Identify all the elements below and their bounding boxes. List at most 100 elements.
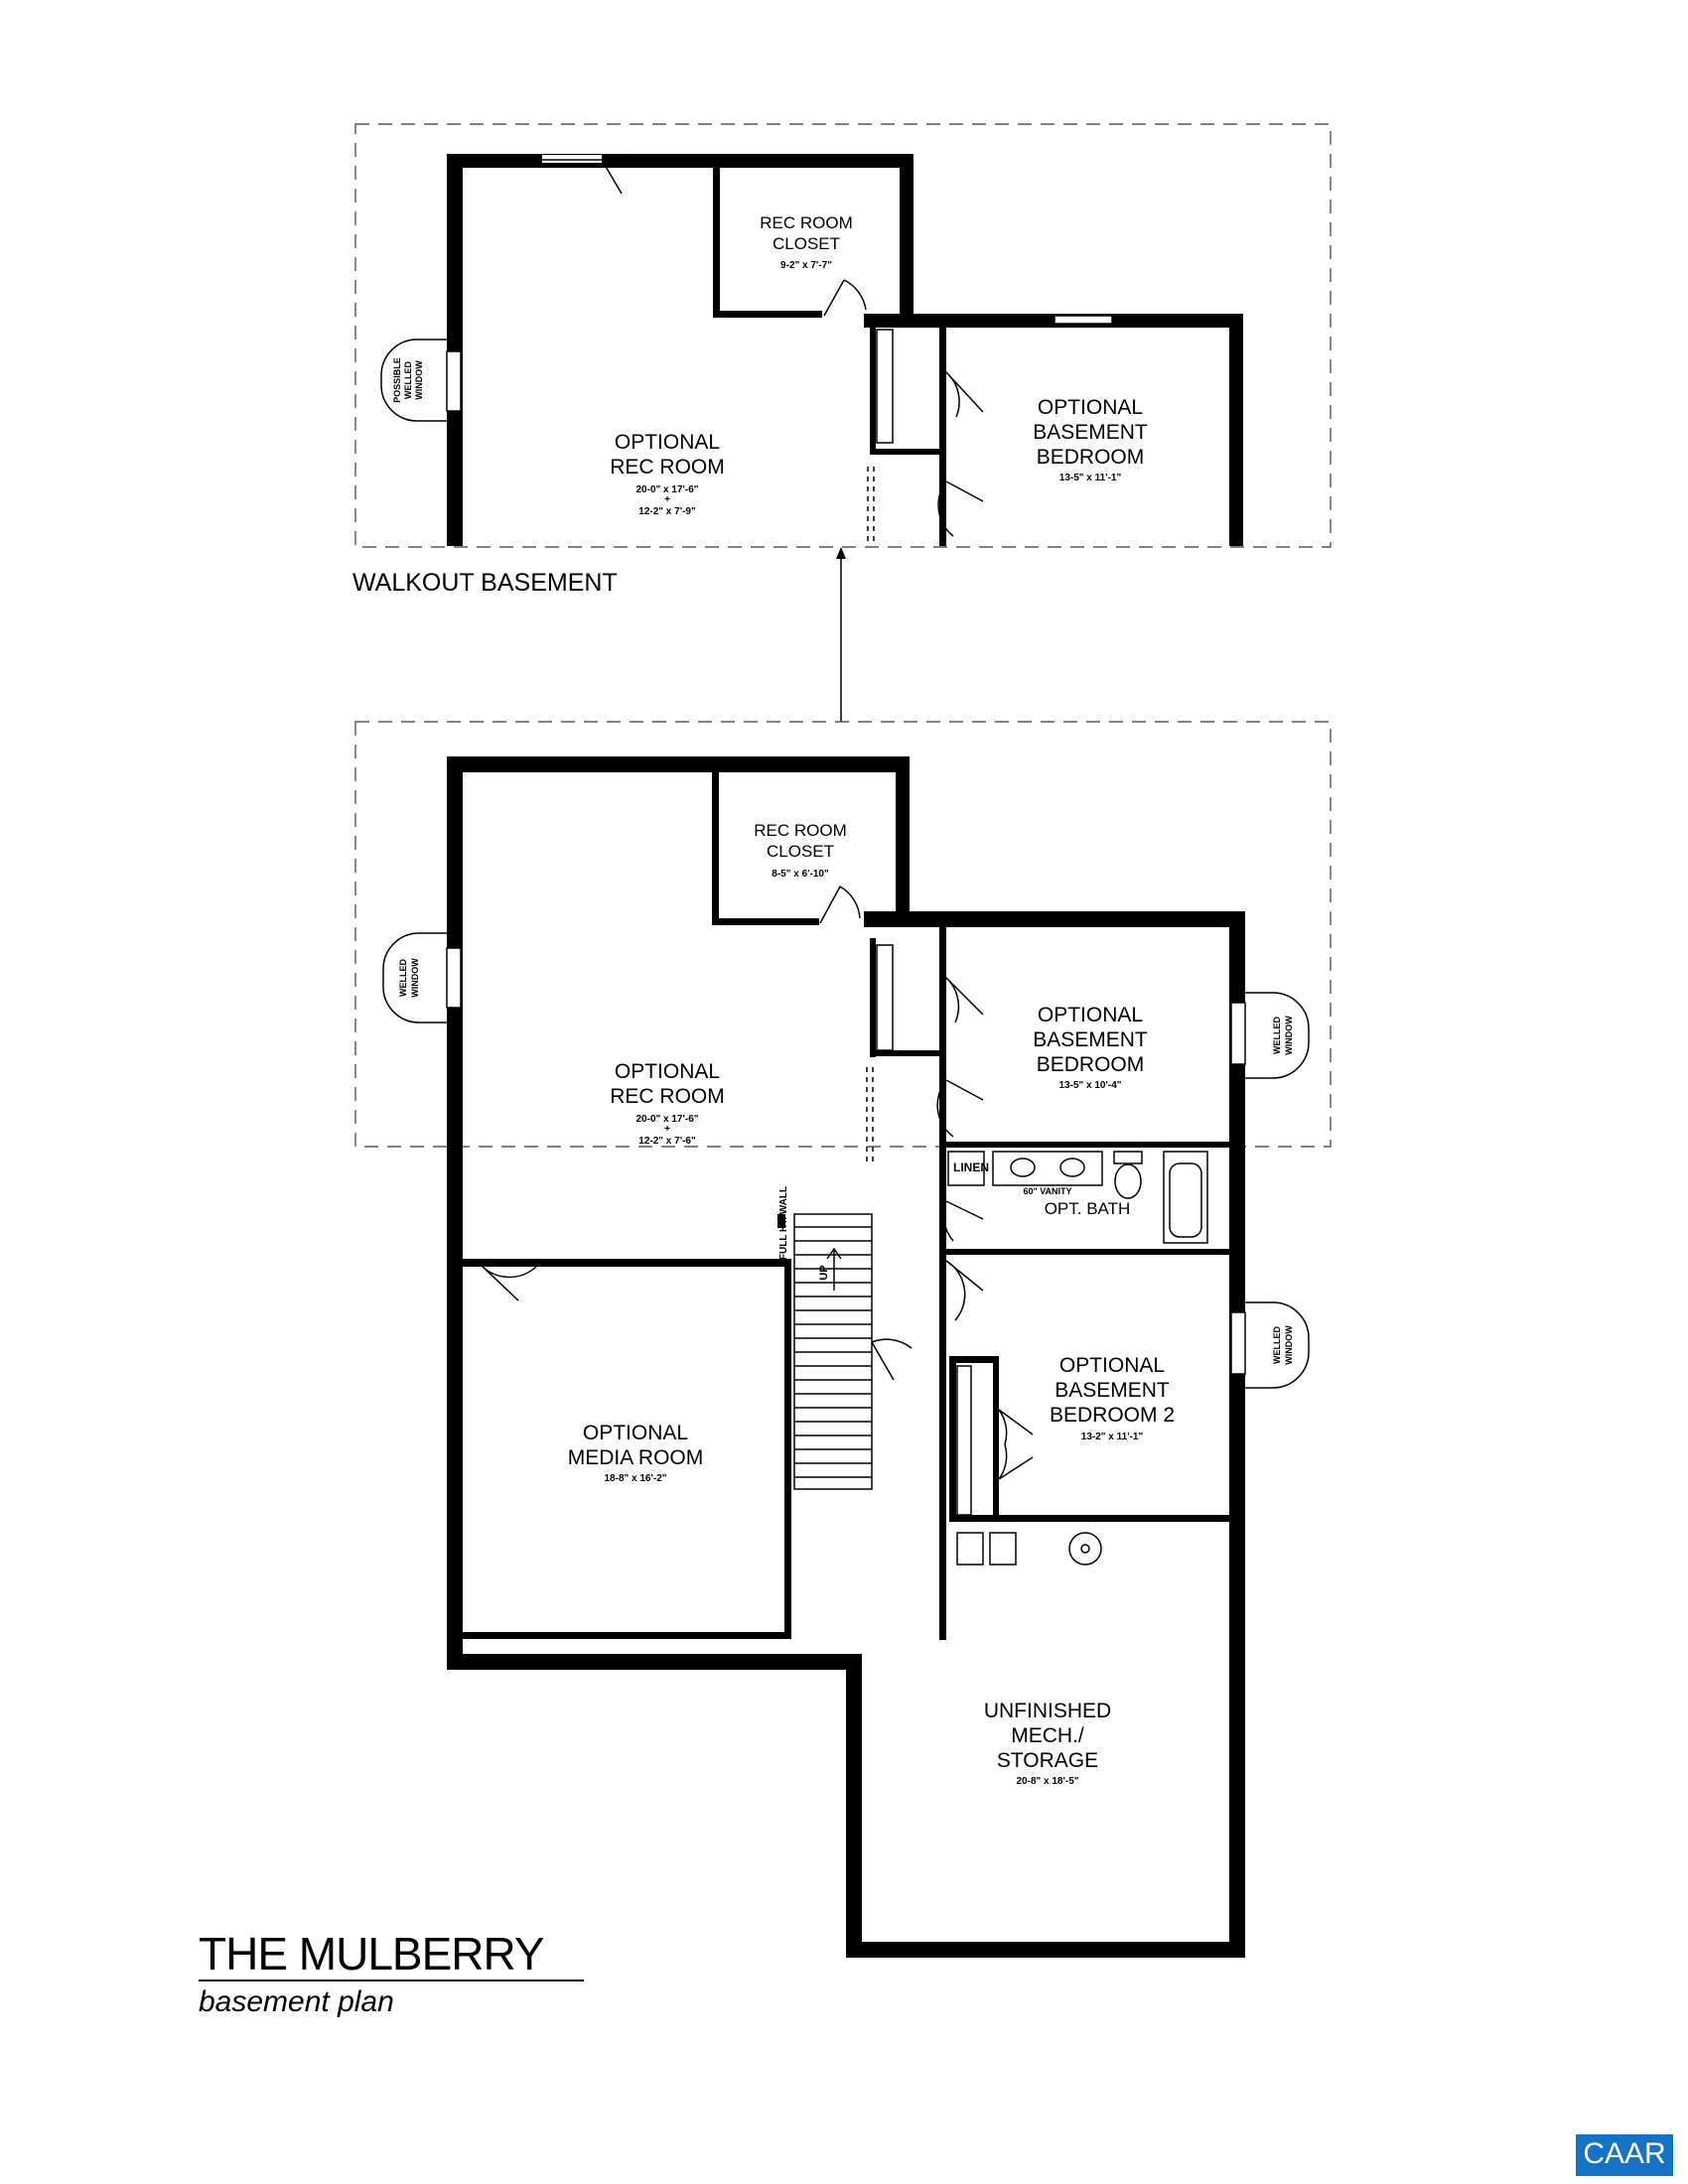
media-room-dim: 18-8" x 16'-2" <box>604 1473 666 1484</box>
storage-dim: 20-8" x 18'-5" <box>1016 1776 1078 1787</box>
walkout-bedroom-name-3: BEDROOM <box>1037 446 1145 469</box>
bedroom2-closet-right <box>993 1356 999 1521</box>
stair-treads <box>794 1226 872 1478</box>
main-window-right-2-well <box>1245 1301 1310 1389</box>
walkout-wall-top-right <box>864 314 1243 328</box>
main-hall-wall <box>870 938 876 1057</box>
walkout-closet-shelf <box>876 329 894 444</box>
water-heater-center-icon <box>1080 1544 1090 1554</box>
washer-icon <box>956 1532 984 1566</box>
main-rec-dim-1: 20-0" x 17'-6" <box>635 1114 698 1125</box>
main-wall-left <box>447 756 463 1668</box>
walkout-wall-step <box>900 154 914 316</box>
main-window-left-label-2: WINDOW <box>410 958 420 998</box>
media-room-name-1: OPTIONAL <box>583 1422 688 1444</box>
main-window-right-1-label-1: WELLED <box>1272 1017 1282 1054</box>
main-bedroom-door <box>936 1079 984 1138</box>
dryer-icon <box>989 1532 1017 1566</box>
walkout-caption: WALKOUT BASEMENT <box>352 569 618 597</box>
main-wall-bottom-left <box>447 1654 860 1670</box>
main-window-right-1-label-2: WINDOW <box>1284 1016 1294 1055</box>
bedroom2-closet-door-lower <box>998 1443 1034 1480</box>
main-bedroom2-door <box>945 1260 984 1321</box>
sink-right-icon <box>1059 1158 1085 1177</box>
main-closet-name-2: CLOSET <box>767 842 834 861</box>
title-block: THE MULBERRY basement plan <box>199 1930 584 2019</box>
walkout-wall-left <box>447 154 463 546</box>
toilet-tank <box>1113 1151 1143 1164</box>
main-window-right-2-label-2: WINDOW <box>1284 1325 1294 1365</box>
main-rec-dim-2: 12-2" x 7'-6" <box>638 1136 696 1147</box>
main-window-right-2 <box>1230 1311 1246 1375</box>
walkout-bedroom-wall-left <box>939 320 946 546</box>
walkout-bedroom-door <box>937 480 984 537</box>
main-bedroom-bath-wall <box>939 1142 1237 1148</box>
bath-name: OPT. BATH <box>1045 1199 1131 1218</box>
walkout-outline-dashed <box>354 123 1332 548</box>
media-room-name-2: MEDIA ROOM <box>568 1446 704 1469</box>
storage-name-2: MECH./ <box>1011 1724 1084 1747</box>
stair-up-arrow <box>826 1247 842 1291</box>
main-closet-divider <box>870 1050 939 1056</box>
media-room-door <box>480 1264 537 1301</box>
bedroom2-closet-top <box>949 1356 999 1363</box>
vanity-label: 60" VANITY <box>1023 1186 1071 1196</box>
walkout-bedroom-name-1: OPTIONAL <box>1038 396 1143 419</box>
caar-logo: CAAR <box>1576 2134 1673 2176</box>
main-rec-name-1: OPTIONAL <box>615 1060 720 1083</box>
main-bath-bedroom2-wall <box>939 1249 1237 1255</box>
main-window-left <box>446 947 462 1009</box>
bedroom2-name-1: OPTIONAL <box>1059 1354 1165 1377</box>
bedroom2-name-2: BASEMENT <box>1055 1379 1170 1402</box>
walkout-rec-dim-2: 12-2" x 7'-9" <box>638 506 696 517</box>
main-window-right-2-label-1: WELLED <box>1272 1326 1282 1364</box>
walkout-basement-plan: POSSIBLE WELLED WINDOW REC ROOM CLOSET 9… <box>352 123 1332 722</box>
main-bedroom-name-2: BASEMENT <box>1033 1028 1148 1051</box>
main-wall-bottom-right <box>846 1942 1245 1958</box>
walkout-hall-wall <box>870 320 876 449</box>
walkout-window-label-2: WELLED <box>403 361 413 399</box>
main-bedroom-closet-door <box>945 977 984 1024</box>
walkout-rec-name-2: REC ROOM <box>610 456 725 478</box>
main-closet-wall-bottom <box>712 918 819 925</box>
main-wall-bottom-step <box>846 1654 862 1957</box>
bathtub <box>1163 1151 1208 1244</box>
bedroom2-dim: 13-2" x 11'-1" <box>1081 1432 1144 1442</box>
walkout-closet-door <box>823 279 867 317</box>
walkout-window-left <box>446 350 462 412</box>
stair-outline <box>793 1213 873 1490</box>
main-wall-top <box>447 756 910 772</box>
walkout-window-label-3: WINDOW <box>414 360 424 400</box>
media-room-wall-bottom <box>463 1632 791 1639</box>
main-rec-plus: + <box>664 1124 670 1135</box>
walkout-bedroom-closet-door <box>945 371 984 418</box>
storage-name-3: STORAGE <box>997 1749 1098 1772</box>
bathtub-basin-icon <box>1169 1162 1202 1238</box>
bedroom2-closet-shelf <box>956 1365 972 1516</box>
walkout-closet-wall-left <box>713 164 720 318</box>
main-window-left-label-1: WELLED <box>398 959 408 997</box>
stair-landing-door <box>871 1338 913 1381</box>
walkout-window-label-1: POSSIBLE <box>392 357 402 403</box>
walkout-closet-wall-bottom <box>713 311 822 318</box>
walkout-closet-dim: 9-2" x 7'-7" <box>780 260 832 271</box>
main-closet-wall-left <box>712 770 719 925</box>
main-closet-name-1: REC ROOM <box>754 821 847 840</box>
walkout-window-well <box>380 339 447 422</box>
main-closet-dim: 8-5" x 6'-10" <box>772 869 829 880</box>
main-closet-door <box>819 886 861 924</box>
walkout-entry-door <box>542 153 642 195</box>
sink-left-icon <box>1010 1158 1036 1177</box>
main-basement-plan: LINEN 60" VANITY OPT. BATH FULL HT. WALL… <box>354 721 1332 1958</box>
main-wall-step-vertical <box>896 756 910 925</box>
walkout-closet-name-1: REC ROOM <box>760 213 853 232</box>
water-heater-icon <box>1068 1532 1102 1566</box>
main-window-right-1-well <box>1245 992 1310 1079</box>
stair-wall-note: FULL HT. WALL <box>778 1186 789 1260</box>
bedroom2-wall-bottom <box>949 1515 1237 1522</box>
linen-closet <box>947 1151 985 1186</box>
walkout-bedroom-dim: 13-5" x 11'-1" <box>1059 473 1122 483</box>
plan-title: THE MULBERRY <box>199 1930 584 1982</box>
walkout-closet-name-2: CLOSET <box>773 234 840 253</box>
linen-label: LINEN <box>953 1160 989 1174</box>
